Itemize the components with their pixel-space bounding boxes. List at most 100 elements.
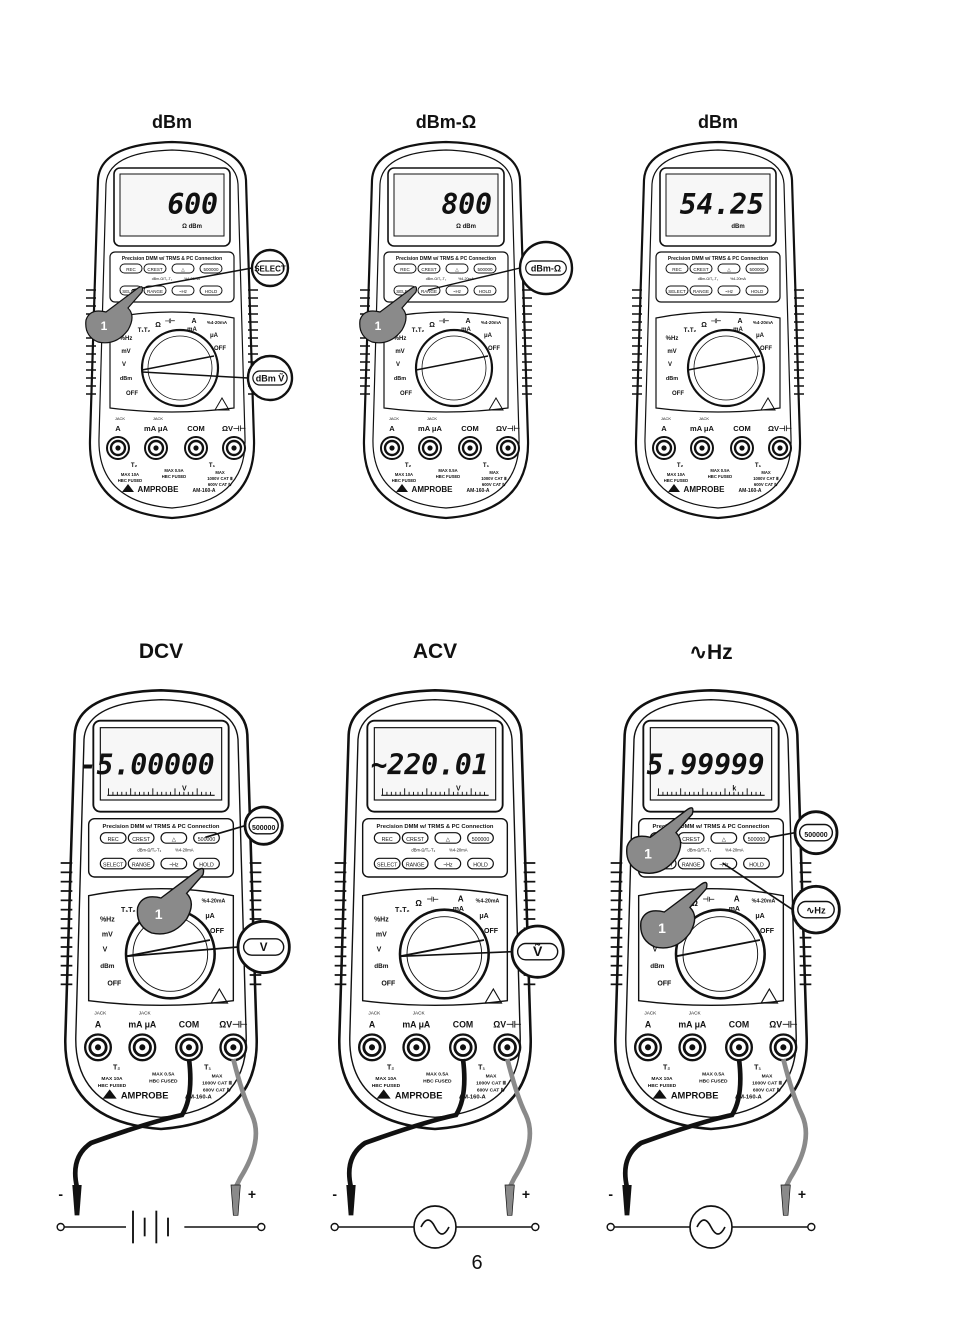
button-0[interactable] [99,832,127,844]
rotary-dial[interactable] [414,328,494,408]
button-2[interactable] [710,832,738,844]
fuse-label: MAX [215,470,225,475]
dial-label: ⊣⊢ [165,317,175,325]
button-label: ~Hz [453,289,462,294]
button-label: △ [727,267,731,272]
pointing-finger-icon [626,807,694,874]
button-label: CREST [147,267,163,272]
button-3[interactable] [467,832,494,844]
jack-label: A [389,424,395,433]
fuse-label: 1000V CAT Ⅲ [752,1080,782,1087]
sub-label: %4-20mA [175,847,194,852]
input-jack-pin [389,445,395,451]
fuse-label: HBC FUSED [664,478,688,483]
warning-icon [484,987,503,1004]
fuse-label: 600V CAT Ⅳ [208,482,232,487]
button-row2-0[interactable] [99,857,127,870]
button-label: ~Hz [179,289,188,294]
panel-title: DCV [138,640,184,663]
button-3[interactable] [743,832,770,844]
button-row2-2[interactable] [171,285,195,296]
button-0[interactable] [373,832,401,844]
callout-hz-button [797,900,835,919]
button-0[interactable] [393,263,417,274]
warning-icon [488,397,504,411]
dial-label: mV [667,349,676,355]
lcd-screen [99,727,223,801]
button-row2-3[interactable] [199,285,223,296]
button-2[interactable] [717,263,741,274]
dial-label: A [465,318,470,325]
button-row2-1[interactable] [689,285,713,296]
dial-label: dBm [666,376,678,382]
button-3[interactable] [473,263,497,274]
button-3[interactable] [745,263,769,274]
dial-label: A [734,895,740,904]
button-2[interactable] [171,263,195,274]
button-row2-1[interactable] [127,857,155,870]
button-row2-3[interactable] [745,285,769,296]
button-row2-2[interactable] [717,285,741,296]
model-name: AM-160-A [459,1095,487,1101]
dial-label: dBm [100,963,115,970]
fuse-label: MAX 0.5A [710,468,729,473]
sub-label: %4-20mA [730,277,746,281]
jack-label: mA μA [402,1020,431,1030]
warning-icon [760,397,776,411]
dial-label: %4-20mA [202,899,226,905]
button-row2-1[interactable] [677,857,705,870]
button-0[interactable] [665,263,689,274]
button-1[interactable] [417,263,441,274]
button-0[interactable] [119,263,143,274]
dial-label: OFF [760,346,772,352]
callout-dcv-label: V [260,941,268,954]
button-row2-1[interactable] [401,857,429,870]
button-label: RANGE [693,289,709,294]
dial-label: mA [187,327,197,333]
dial-label: mA [733,327,743,333]
input-jack-pin [505,445,511,451]
button-1[interactable] [689,263,713,274]
button-row2-2[interactable] [160,857,188,870]
button-3[interactable] [199,263,223,274]
rotary-dial[interactable] [686,328,766,408]
fuse-label: 600V CAT Ⅳ [753,1087,782,1094]
temp-label: T₁ [755,463,762,469]
dial-label: mA [453,906,464,913]
input-jack-pin [368,1044,376,1051]
button-row2-2[interactable] [445,285,469,296]
input-jack-pin [413,1044,420,1051]
dial-label: OFF [214,346,226,352]
fuse-label: HBC FUSED [392,478,416,483]
rotary-dial[interactable] [140,328,220,408]
button-row2-3[interactable] [743,857,770,870]
button-2[interactable] [160,832,188,844]
button-row2-0[interactable] [665,285,689,296]
jack-label: ΩV⊣⊢ [496,423,521,433]
button-1[interactable] [143,263,167,274]
button-2[interactable] [434,832,462,844]
input-jack-pin [689,1044,696,1051]
jack-label: A [95,1020,102,1030]
button-row2-3[interactable] [193,857,220,870]
button-row2-3[interactable] [473,285,497,296]
dial-pointer [687,355,761,371]
button-row2-0[interactable] [373,857,401,870]
button-1[interactable] [127,832,155,844]
button-row2-3[interactable] [467,857,494,870]
input-jack-pin [115,445,121,451]
lcd-reading: -5.00000 [80,748,215,781]
rotary-dial-inner [682,916,759,992]
rotary-dial[interactable] [674,908,766,1000]
button-2[interactable] [445,263,469,274]
button-label: 500000 [198,837,216,843]
dial-label: %Hz [100,916,115,923]
button-row2-2[interactable] [434,857,462,870]
dial-label: %Hz [394,336,407,342]
button-1[interactable] [401,832,429,844]
lcd-screen [373,727,497,801]
